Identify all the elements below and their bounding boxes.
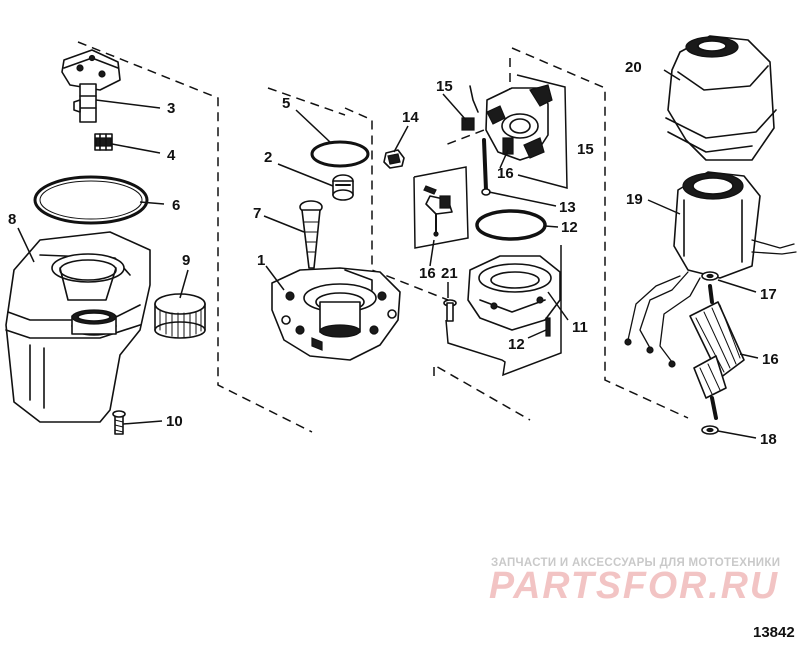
watermark: ЗАПЧАСТИ И АКСЕССУАРЫ ДЛЯ МОТОТЕХНИКИ PA… [489,557,780,607]
part-16-brush-spring [423,185,453,237]
part-7-release-valve [299,200,323,269]
part-18-washer-upper [701,271,719,281]
part-21-screw [443,299,457,322]
part-4-filter-plug [94,133,113,151]
callout-labels: 3 4 6 8 9 10 5 2 7 1 14 15 16 15 13 12 1… [8,59,779,448]
callout-13: 12 [561,219,578,236]
part-3-pump-head [61,49,121,123]
callout-9: 9 [182,252,190,269]
part-17-armature [689,284,745,420]
callout-5: 5 [282,95,290,112]
part-1-pump-body [271,267,401,361]
callout-20: 20 [625,59,642,76]
part-14-through-bolt [481,138,491,196]
callout-1: 1 [257,252,265,269]
callout-2: 2 [264,149,272,166]
callout-3: 3 [167,100,175,117]
part-15-terminal [383,149,405,169]
callout-11: 11 [572,319,588,336]
callout-15-terminal: 14 [402,109,419,126]
callout-19: 19 [626,191,643,208]
callout-17: 16 [762,351,779,368]
callout-4: 4 [167,147,176,164]
part-13-oring [475,209,547,241]
part-20-motor-cover [665,35,777,161]
callout-18-lower: 18 [760,431,777,448]
part-8-reservoir [5,231,151,423]
callout-8: 8 [8,211,16,228]
callout-7: 7 [253,205,261,222]
watermark-logo: PARTSFOR.RU [489,565,779,607]
callout-6: 6 [172,197,180,214]
part-9-fill-cap [154,293,206,339]
callout-16-box: 16 [419,265,436,282]
part-6-oring-inner [39,180,143,220]
part-16-brush-plate [461,84,553,161]
part-10-screw [112,410,126,435]
callout-10: 10 [166,413,183,430]
part-11-end-frame [467,255,561,331]
leader-lines [17,69,759,439]
callout-14: 13 [559,199,576,216]
callout-21: 21 [441,265,458,282]
callout-12: 12 [508,336,525,353]
part-19-field-frame [624,171,797,368]
callout-16-middle: 16 [497,165,514,182]
watermark-tagline: ЗАПЧАСТИ И АКСЕССУАРЫ ДЛЯ МОТОТЕХНИКИ [491,557,780,569]
part-12-screw [545,317,551,337]
group-brackets [413,74,568,377]
callout-18-upper: 17 [760,286,777,303]
callout-15-bracket: 15 [577,141,594,158]
figure-number: 13842 [753,624,795,641]
part-6-oring [33,175,149,225]
part-5-oring [310,140,370,168]
part-2-valve [332,174,354,201]
callout-16-top: 15 [436,78,453,95]
part-18-washer-lower [701,425,719,435]
